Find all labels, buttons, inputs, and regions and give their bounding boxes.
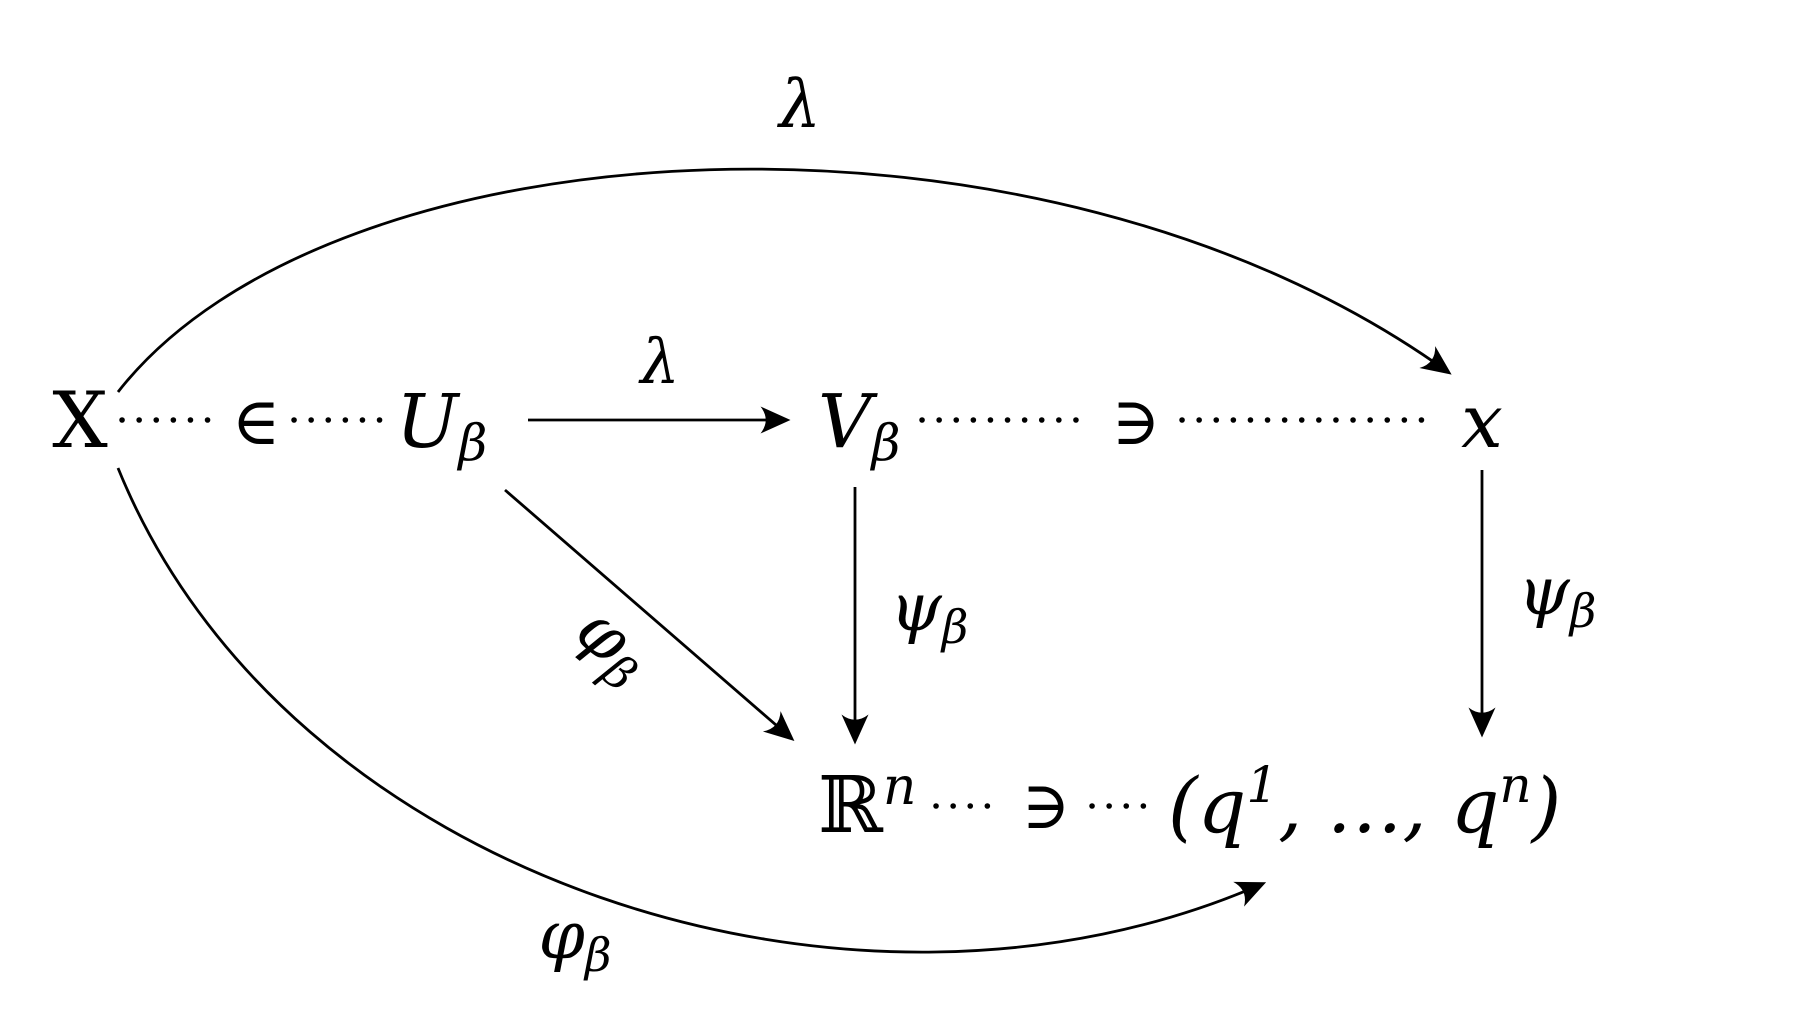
tuple-sup-n: n: [1499, 756, 1531, 814]
node-V-base: V: [818, 379, 878, 465]
node-U-beta: Uβ: [396, 379, 487, 472]
arrow-phi-bottom: [116, 467, 1267, 954]
label-psi-left-base: ψ: [890, 569, 943, 646]
node-U-sub: β: [456, 414, 487, 472]
node-V-beta: Vβ: [818, 379, 900, 472]
symbol-contains-bottom: ∋: [1022, 767, 1071, 844]
tuple-open: (q: [1168, 761, 1246, 850]
label-psi-beta-right: ψβ: [1518, 553, 1596, 638]
node-R-base: ℝ: [818, 761, 884, 851]
label-phi-bottom-base: φ: [539, 897, 585, 974]
arrow-lambda-top: [116, 167, 1452, 393]
label-psi-right-base: ψ: [1518, 553, 1571, 630]
label-psi-left-sub: β: [940, 600, 969, 654]
tuple-close: ): [1530, 761, 1562, 850]
node-Rn: ℝn: [818, 757, 916, 851]
symbol-contains-top: ∋: [1112, 383, 1161, 460]
node-point-x: x: [1461, 379, 1503, 465]
symbol-element-of: ∈: [232, 383, 281, 460]
diagram-edges: [116, 167, 1496, 954]
node-tuple: (q1, …, qn): [1168, 756, 1561, 850]
label-phi-bottom-sub: β: [583, 928, 612, 982]
tuple-sup-1: 1: [1246, 756, 1278, 814]
label-psi-right-sub: β: [1568, 584, 1597, 638]
label-phi-beta-bottom: φβ: [539, 897, 612, 982]
label-psi-beta-left: ψβ: [890, 569, 968, 654]
tuple-middle: , …, q: [1278, 761, 1499, 850]
arrow-phi-diagonal: [504, 488, 795, 741]
node-space-X: X: [52, 376, 108, 466]
label-lambda-top: λ: [776, 66, 821, 143]
label-phi-beta-diagonal: φβ: [557, 590, 667, 702]
node-V-sub: β: [869, 414, 900, 472]
node-R-sup: n: [883, 757, 917, 817]
diagram-labels: X ∈ Uβ λ Vβ ∋ x λ ψβ ψβ φβ ℝn ∋ (q1, …, …: [52, 66, 1596, 982]
label-lambda-mid: λ: [637, 325, 679, 398]
node-U-base: U: [396, 379, 461, 465]
